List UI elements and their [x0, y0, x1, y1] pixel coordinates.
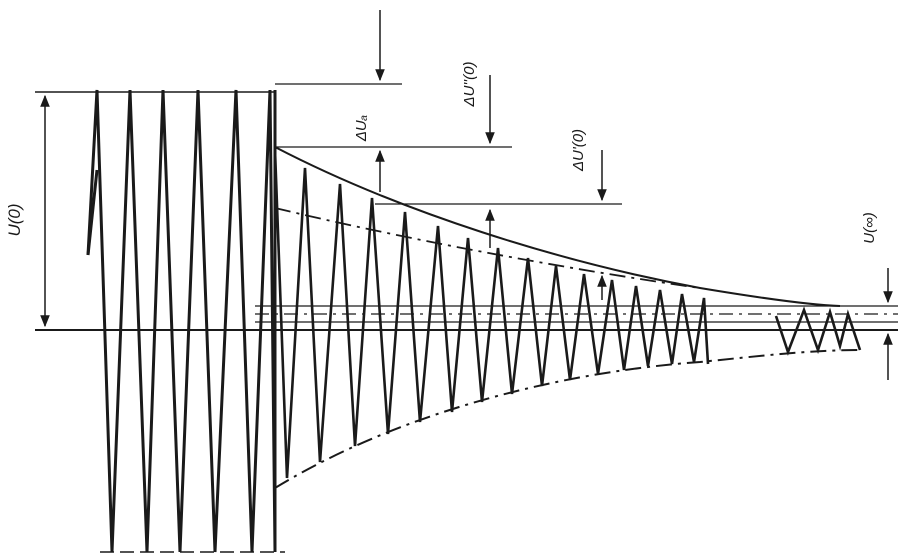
tail-waveform: [774, 306, 862, 356]
initial-waveform: [86, 89, 277, 553]
decaying-waveform: [273, 149, 710, 479]
upper-envelope: [274, 146, 841, 307]
du-pp-label: ΔU''(0): [461, 62, 478, 108]
inner-envelope: [274, 207, 701, 289]
u-inf-label: U(∞): [861, 212, 878, 244]
u0-label: U(0): [5, 203, 24, 236]
du-b-label: ΔUₐ: [353, 115, 370, 142]
waveform-stub: [86, 169, 99, 256]
lower-envelope: [274, 349, 861, 489]
du-p-label: ΔU'(0): [570, 129, 587, 172]
